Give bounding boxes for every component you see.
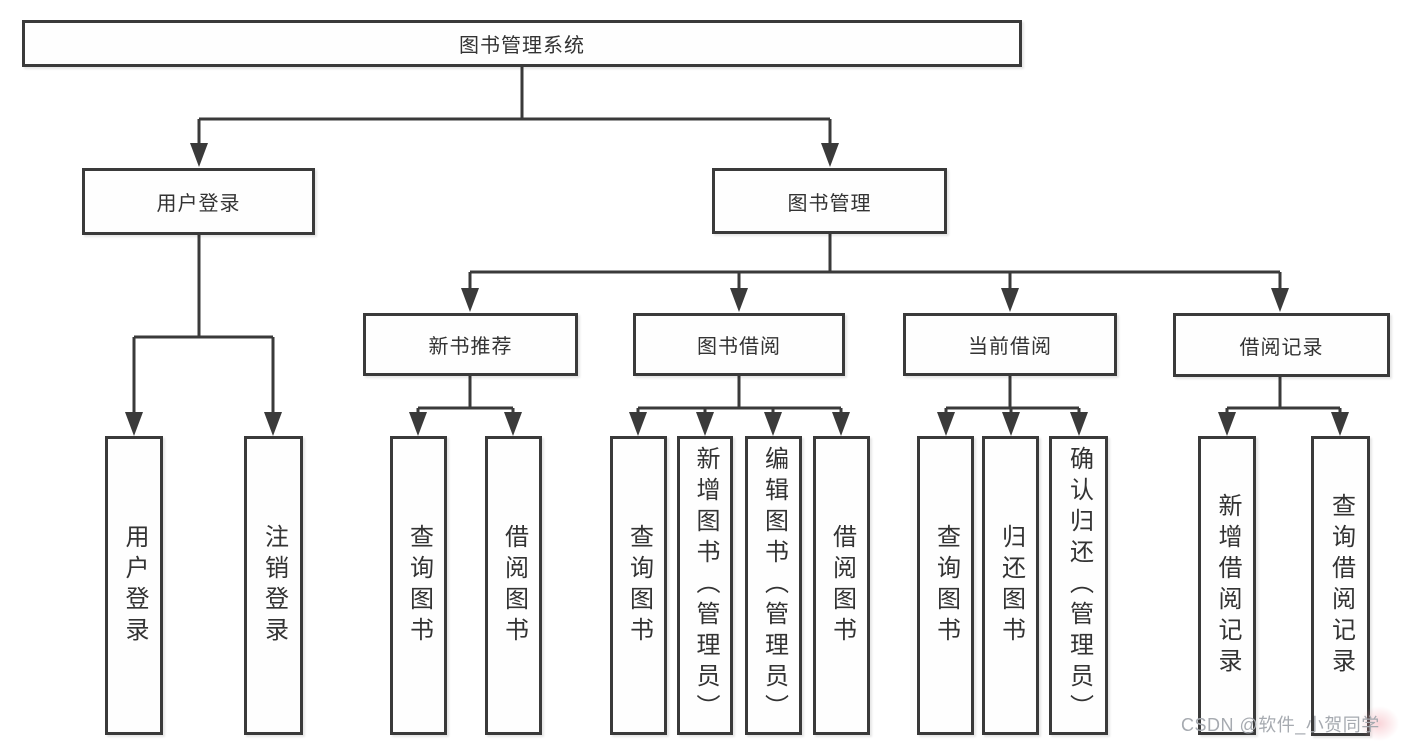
- node-label: 查询图书: [625, 523, 653, 648]
- node-new-book-recommend: 新书推荐: [363, 313, 578, 376]
- node-user-login: 用户登录: [82, 168, 315, 235]
- arrow-down-icon: [1271, 288, 1289, 312]
- leaf-confirm-return-admin: 确认归还（管理员）: [1049, 436, 1108, 735]
- arrow-down-icon: [1070, 412, 1088, 436]
- node-label: 查询借阅记录: [1327, 493, 1355, 679]
- arrow-down-icon: [264, 412, 282, 436]
- arrow-down-icon: [1002, 412, 1020, 436]
- arrow-down-icon: [764, 412, 782, 436]
- node-label: 当前借阅: [968, 336, 1052, 358]
- connector-arrows: [125, 143, 1349, 436]
- node-label: 用户登录: [156, 193, 241, 215]
- leaf-query-books-2: 查询图书: [610, 436, 667, 735]
- leaf-borrow-books-1: 借阅图书: [485, 436, 542, 735]
- leaf-return-book: 归还图书: [982, 436, 1039, 735]
- arrow-down-icon: [1001, 288, 1019, 312]
- leaf-add-book-admin: 新增图书（管理员）: [677, 436, 733, 735]
- connector-lines: [132, 67, 1342, 420]
- node-label: 新增图书（管理员）: [692, 446, 719, 725]
- node-label: 归还图书: [997, 523, 1025, 648]
- arrow-down-icon: [696, 412, 714, 436]
- arrow-down-icon: [629, 412, 647, 436]
- node-label: 查询图书: [932, 523, 960, 648]
- arrow-down-icon: [504, 412, 522, 436]
- arrow-down-icon: [409, 412, 427, 436]
- node-label: 确认归还（管理员）: [1065, 446, 1093, 725]
- node-root-system: 图书管理系统: [22, 20, 1022, 67]
- arrow-down-icon: [125, 412, 143, 436]
- leaf-add-borrow-record: 新增借阅记录: [1198, 436, 1256, 735]
- node-label: 查询图书: [405, 523, 433, 648]
- node-label: 借阅图书: [500, 523, 528, 648]
- arrow-down-icon: [821, 143, 839, 167]
- node-current-borrow: 当前借阅: [903, 313, 1117, 376]
- node-label: 借阅图书: [828, 523, 856, 648]
- leaf-borrow-books-2: 借阅图书: [813, 436, 870, 735]
- node-label: 图书管理系统: [459, 35, 585, 57]
- arrow-down-icon: [461, 288, 479, 312]
- leaf-user-login: 用户登录: [105, 436, 163, 735]
- node-label: 注销登录: [260, 523, 288, 648]
- node-borrow-records: 借阅记录: [1173, 313, 1390, 377]
- node-label: 编辑图书（管理员）: [760, 446, 788, 725]
- node-label: 借阅记录: [1239, 336, 1324, 359]
- arrow-down-icon: [730, 288, 748, 312]
- leaf-query-books-1: 查询图书: [390, 436, 447, 735]
- node-label: 图书借阅: [697, 336, 781, 358]
- arrow-down-icon: [937, 412, 955, 436]
- arrow-down-icon: [1331, 412, 1349, 436]
- leaf-query-borrow-record: 查询借阅记录: [1311, 436, 1370, 736]
- arrow-down-icon: [190, 143, 208, 167]
- node-label: 新书推荐: [428, 336, 513, 358]
- leaf-query-books-3: 查询图书: [917, 436, 974, 735]
- node-label: 图书管理: [787, 192, 872, 215]
- arrow-down-icon: [832, 412, 850, 436]
- node-book-management: 图书管理: [712, 168, 947, 234]
- leaf-edit-book-admin: 编辑图书（管理员）: [745, 436, 802, 735]
- arrow-down-icon: [1218, 412, 1236, 436]
- watermark: CSDN @软件_小贺同学: [1181, 715, 1380, 735]
- node-book-borrow: 图书借阅: [633, 313, 845, 376]
- node-label: 新增借阅记录: [1214, 492, 1241, 679]
- node-label: 用户登录: [121, 523, 148, 648]
- leaf-logout-login: 注销登录: [244, 436, 303, 735]
